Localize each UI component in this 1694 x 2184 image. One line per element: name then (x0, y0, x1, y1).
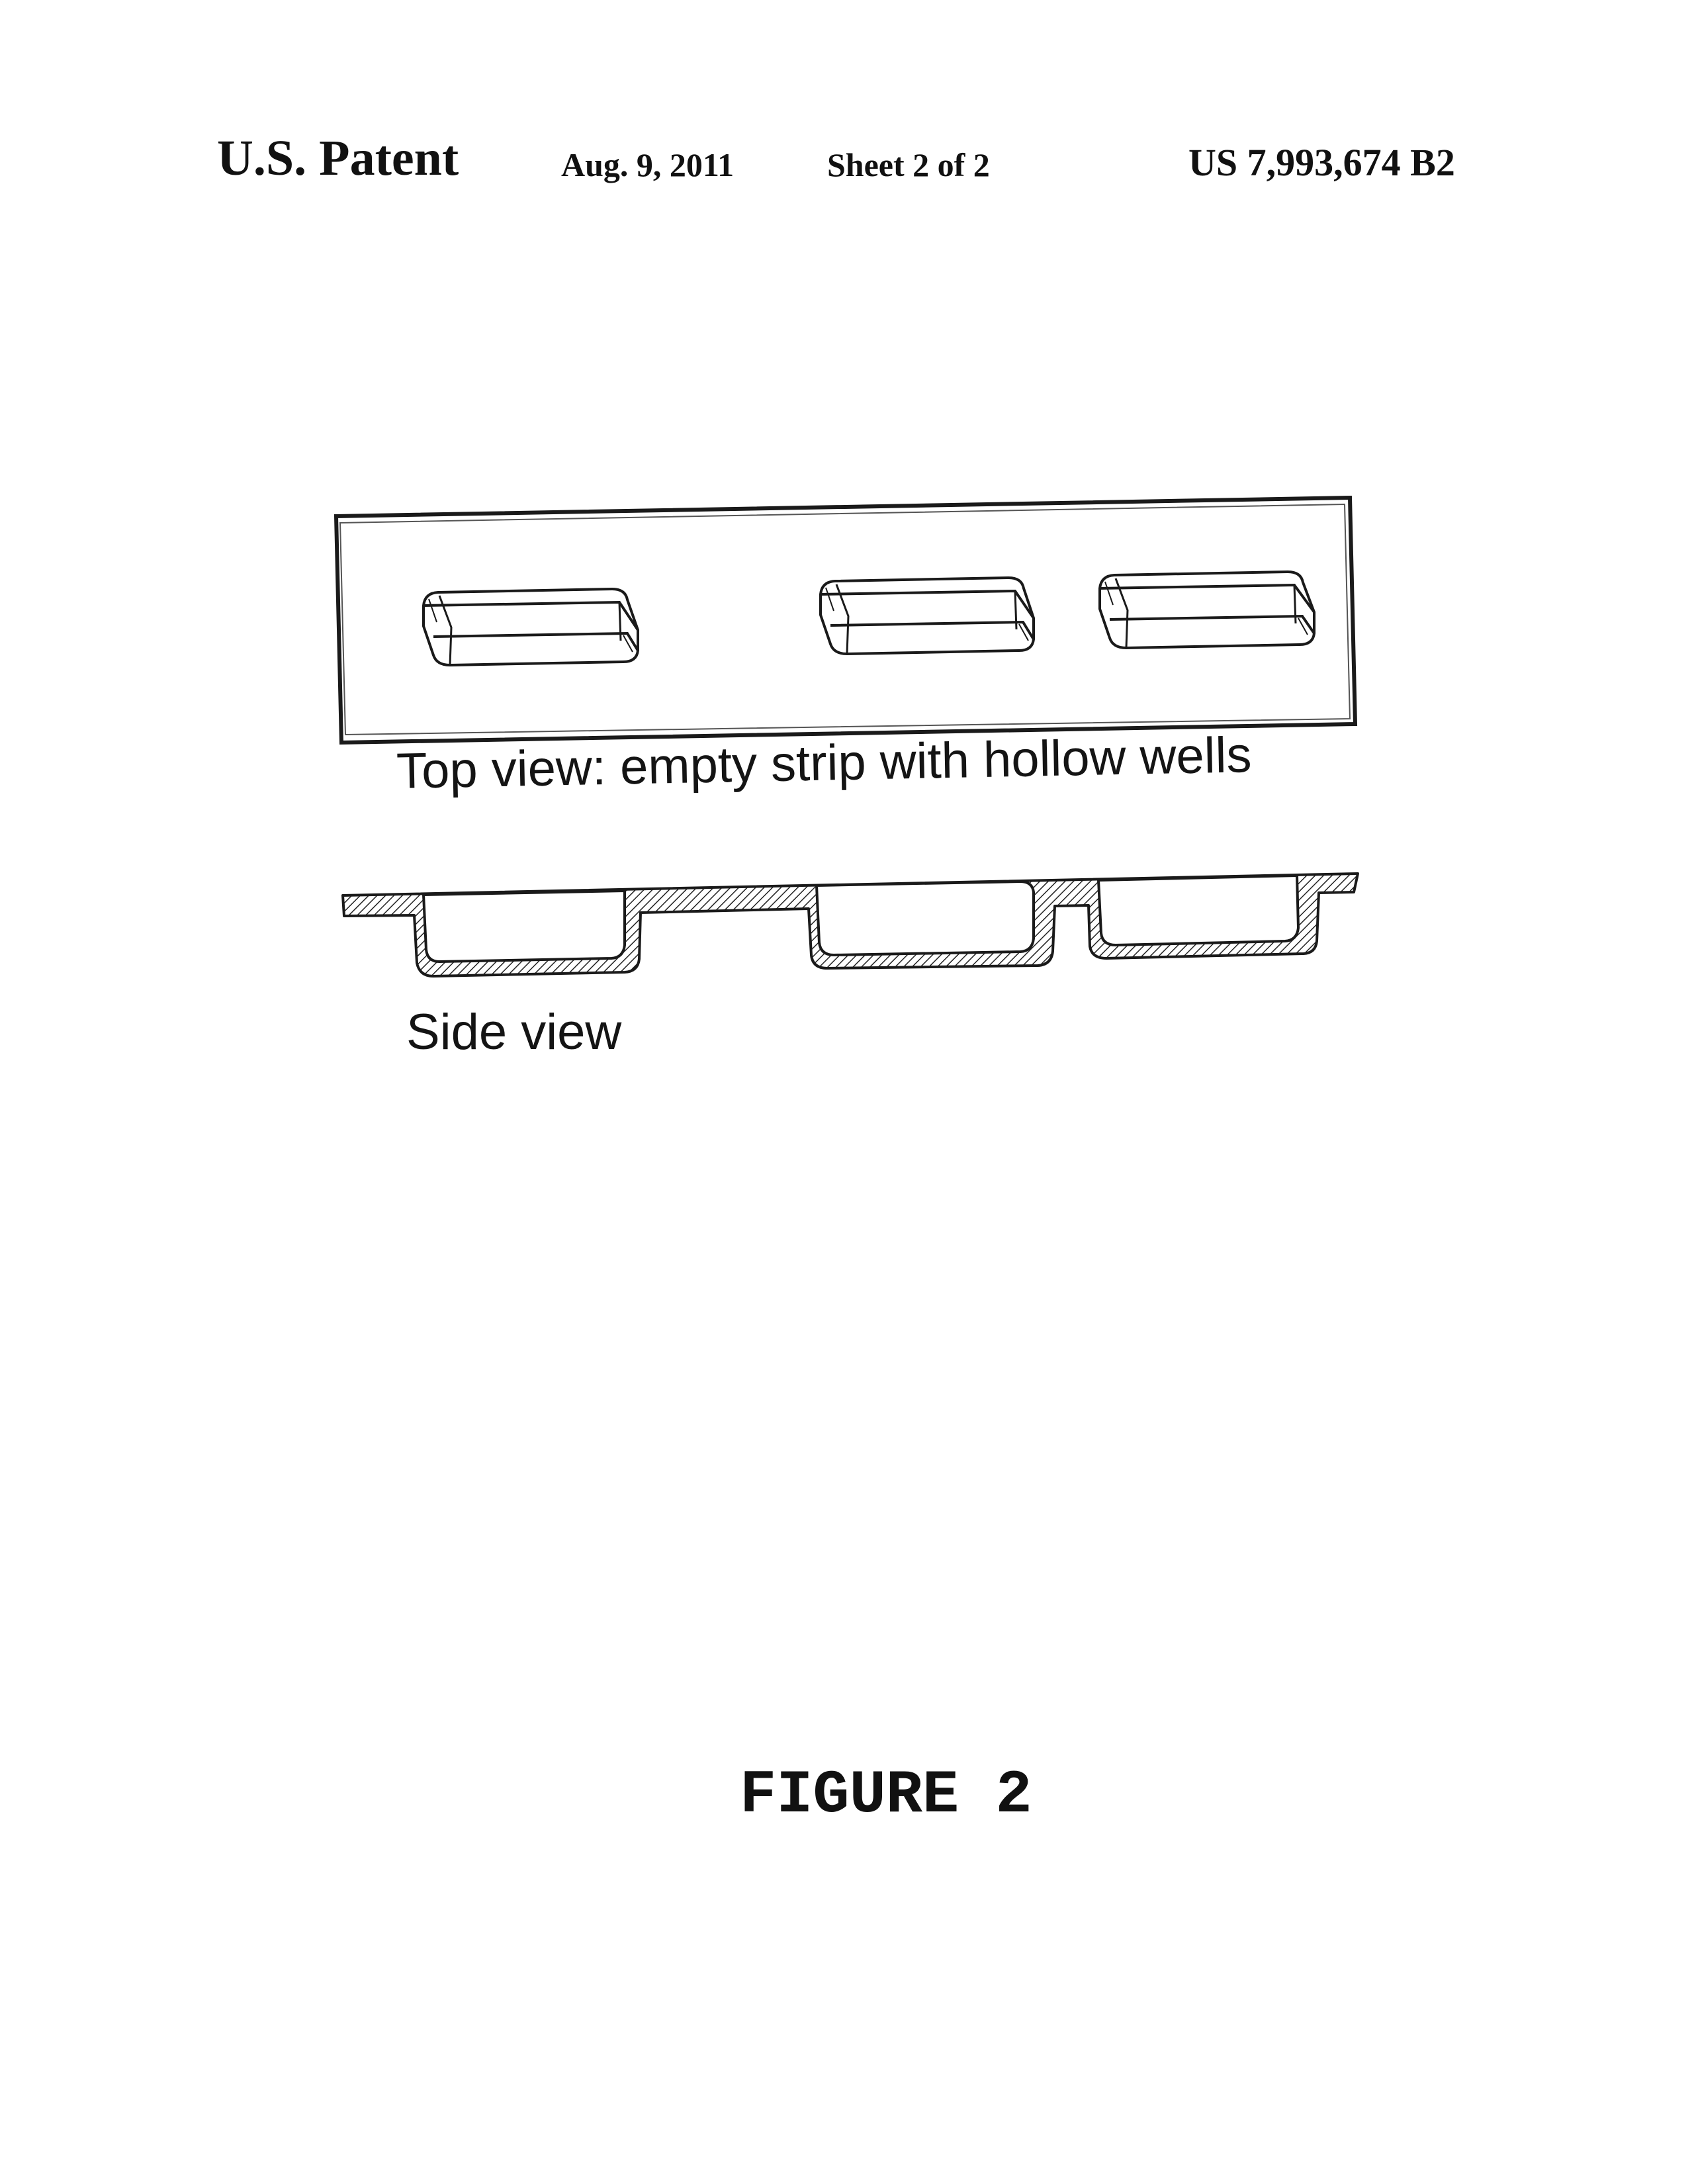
top-well (1100, 572, 1314, 648)
strip-outline (336, 498, 1355, 743)
side-well-cavity (817, 882, 1034, 955)
top-well (821, 578, 1034, 654)
side-view (343, 874, 1358, 976)
top-well (424, 589, 638, 665)
side-view-caption: Side view (406, 1003, 621, 1061)
side-well-cavity (424, 891, 625, 962)
figure-label: FIGURE 2 (740, 1760, 1032, 1830)
top-view (336, 498, 1355, 743)
strip-inner-edge (340, 504, 1350, 735)
side-well-cavity (1098, 876, 1298, 945)
